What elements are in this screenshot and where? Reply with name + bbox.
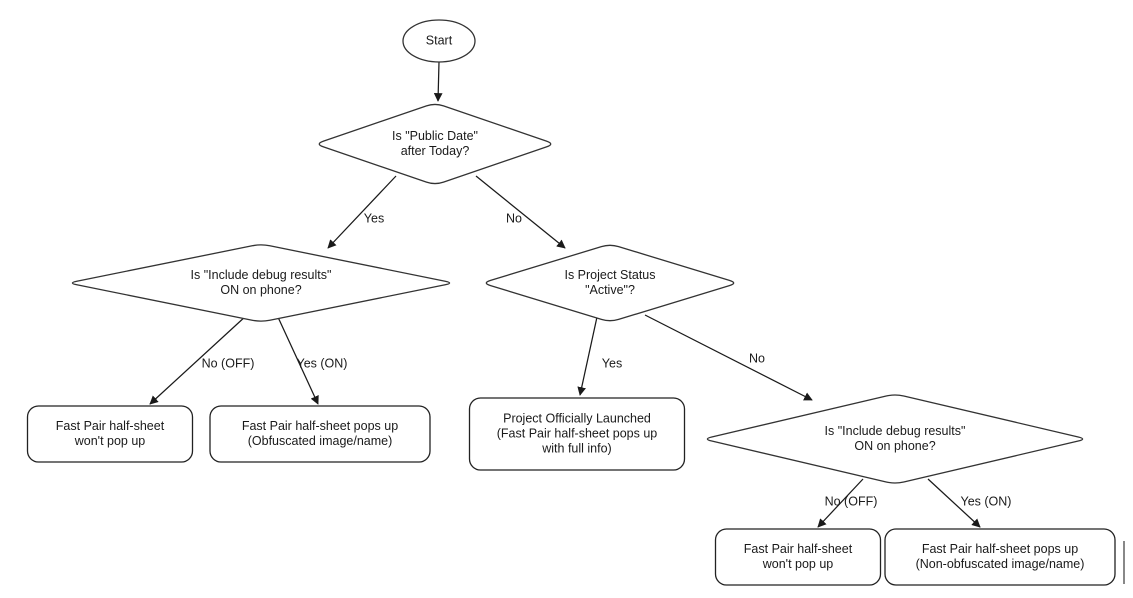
node-label-out-launched: Project Officially Launched (503, 411, 651, 425)
node-q-debug-right[interactable]: Is "Include debug results"ON on phone? (706, 394, 1084, 484)
node-label-q-debug-right: Is "Include debug results" (825, 424, 966, 438)
node-label-out-right-on: Fast Pair half-sheet pops up (922, 542, 1078, 556)
terminator-shape (468, 397, 686, 471)
edge-label-e-right-on: Yes (ON) (961, 494, 1012, 508)
node-start[interactable]: Start (402, 19, 476, 63)
node-label-out-launched: (Fast Pair half-sheet pops up (497, 426, 658, 440)
node-label-out-right-on: (Non-obfuscated image/name) (916, 557, 1085, 571)
terminator-shape (714, 528, 882, 586)
edge-line (817, 478, 864, 528)
node-label-out-right-off: won't pop up (762, 557, 834, 571)
node-label-out-launched: with full info) (541, 441, 611, 455)
node-q-public-date[interactable]: Is "Public Date"after Today? (318, 103, 552, 185)
terminator-shape (209, 405, 431, 463)
edge-e-left-on: Yes (ON) (276, 314, 348, 405)
edge-e-right-on: Yes (ON) (927, 478, 1012, 528)
node-label-out-left-on: (Obfuscated image/name) (248, 434, 393, 448)
node-label-out-right-off: Fast Pair half-sheet (744, 542, 853, 556)
diamond-shape (71, 244, 451, 322)
node-out-left-on[interactable]: Fast Pair half-sheet pops up(Obfuscated … (209, 405, 431, 463)
node-label-out-left-off: Fast Pair half-sheet (56, 419, 165, 433)
edge-line (577, 316, 598, 396)
edge-label-e-status-yes: Yes (602, 356, 622, 370)
node-label-q-debug-left: Is "Include debug results" (191, 268, 332, 282)
diamond-shape (485, 244, 735, 322)
edge-e-q1-no: No (475, 175, 566, 249)
node-label-start: Start (426, 33, 453, 47)
edge-e-left-off: No (OFF) (149, 314, 255, 405)
edge-e-status-no: No (644, 314, 813, 401)
node-out-launched[interactable]: Project Officially Launched(Fast Pair ha… (468, 397, 686, 471)
node-label-out-left-off: won't pop up (74, 434, 146, 448)
node-label-q-project-status: Is Project Status (564, 268, 655, 282)
edge-label-e-left-on: Yes (ON) (297, 356, 348, 370)
terminator-shape (884, 528, 1116, 586)
edge-line (327, 175, 397, 249)
node-label-q-project-status: "Active"? (585, 283, 635, 297)
edge-label-e-status-no: No (749, 351, 765, 365)
edge-line (276, 314, 319, 405)
diamond-shape (706, 394, 1084, 484)
edge-line (149, 314, 248, 405)
edge-label-e-q1-no: No (506, 211, 522, 225)
edge-e-status-yes: Yes (577, 316, 622, 396)
edge-e-q1-yes: Yes (327, 175, 397, 249)
node-label-q-public-date: after Today? (401, 144, 470, 158)
edge-label-e-q1-yes: Yes (364, 211, 384, 225)
edge-e-right-off: No (OFF) (817, 478, 878, 528)
ellipse-shape (402, 19, 476, 63)
edge-label-e-right-off: No (OFF) (825, 494, 878, 508)
node-q-debug-left[interactable]: Is "Include debug results"ON on phone? (71, 244, 451, 322)
edge-e-start-q1 (433, 61, 443, 102)
node-label-q-public-date: Is "Public Date" (392, 129, 478, 143)
diamond-shape (318, 103, 552, 185)
node-label-out-left-on: Fast Pair half-sheet pops up (242, 419, 398, 433)
node-label-q-debug-left: ON on phone? (220, 283, 301, 297)
edge-line (644, 314, 813, 401)
node-q-project-status[interactable]: Is Project Status"Active"? (485, 244, 735, 322)
edge-line (927, 478, 981, 528)
node-label-q-debug-right: ON on phone? (854, 439, 935, 453)
terminator-shape (26, 405, 194, 463)
node-out-right-on[interactable]: Fast Pair half-sheet pops up(Non-obfusca… (884, 528, 1116, 586)
edge-label-e-left-off: No (OFF) (202, 356, 255, 370)
nodes-layer: Start Is "Public Date"after Today? Is "Inc… (26, 19, 1116, 586)
edge-line (433, 61, 443, 102)
edge-line (475, 175, 566, 249)
